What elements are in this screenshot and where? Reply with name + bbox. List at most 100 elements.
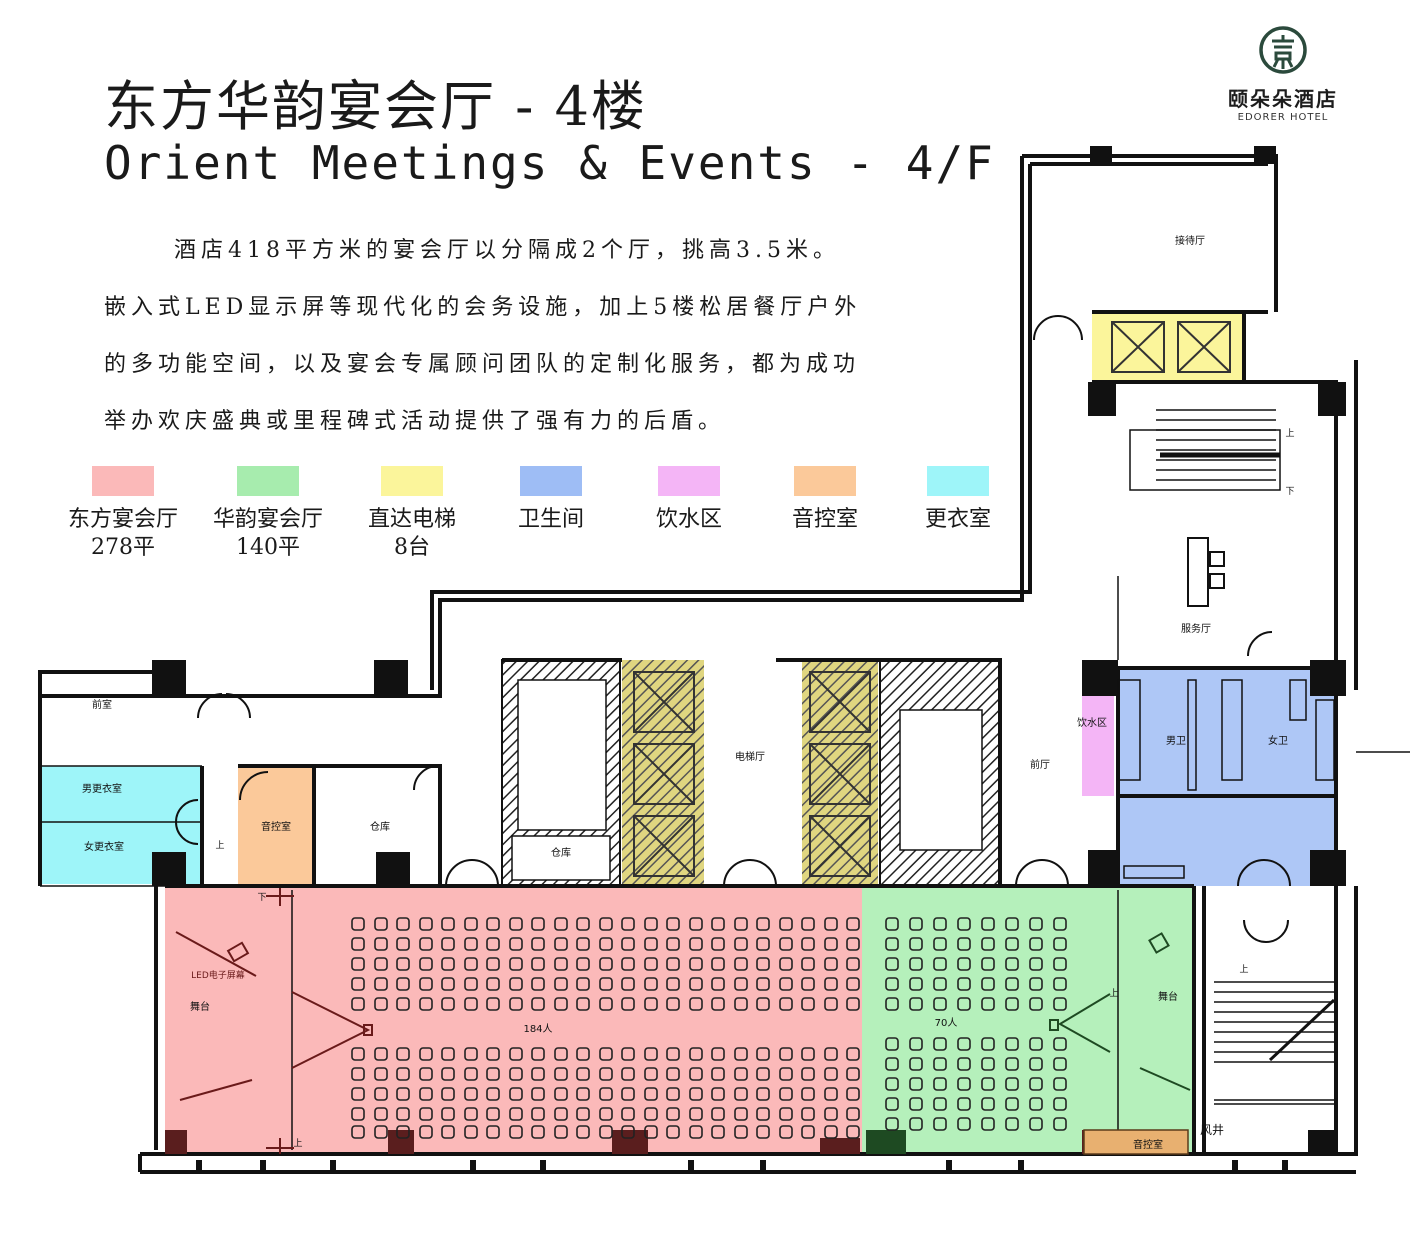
legend-swatch — [92, 466, 154, 496]
label-air-shaft: 风井 — [1200, 1123, 1224, 1137]
seat — [957, 1117, 971, 1131]
restroom-fixtures — [1117, 679, 1335, 879]
seat — [351, 957, 365, 971]
seat — [419, 957, 433, 971]
legend-swatch — [520, 466, 582, 496]
seat — [957, 997, 971, 1011]
seat — [666, 1125, 680, 1139]
seat — [933, 1057, 947, 1071]
seat — [666, 957, 680, 971]
seat — [599, 1107, 613, 1121]
seat — [779, 1087, 793, 1101]
seat — [981, 1117, 995, 1131]
description: 酒店418平方米的宴会厅以分隔成2个厅，挑高3.5米。 嵌入式LED显示屏等现代… — [104, 222, 964, 450]
seat — [441, 1047, 455, 1061]
seat — [554, 957, 568, 971]
seat — [801, 1107, 815, 1121]
seat — [885, 917, 899, 931]
stage-east-lines — [175, 888, 373, 1154]
label-storage-1: 仓库 — [370, 820, 390, 833]
seat — [509, 917, 523, 931]
seat — [1029, 997, 1043, 1011]
seat — [779, 957, 793, 971]
seat — [1053, 1057, 1067, 1071]
seat — [1005, 1057, 1019, 1071]
seat — [599, 917, 613, 931]
seat — [531, 1107, 545, 1121]
seat — [396, 1107, 410, 1121]
seat — [779, 997, 793, 1011]
av-room-zone — [238, 766, 314, 884]
seat — [396, 1125, 410, 1139]
legend-swatch — [794, 466, 856, 496]
seat — [756, 957, 770, 971]
label-stage-up-east: 上 — [293, 1138, 302, 1149]
seat — [576, 917, 590, 931]
seat — [374, 937, 388, 951]
seat — [419, 937, 433, 951]
east-stairs — [1214, 981, 1336, 1105]
seat — [756, 1107, 770, 1121]
seat — [486, 1067, 500, 1081]
seat — [779, 917, 793, 931]
seat — [1029, 937, 1043, 951]
seat — [885, 937, 899, 951]
seat — [779, 1047, 793, 1061]
seat — [509, 1047, 523, 1061]
seat — [351, 997, 365, 1011]
seat — [509, 957, 523, 971]
west-banquet-hall-zone — [862, 888, 1194, 1154]
seat — [576, 997, 590, 1011]
seat — [801, 917, 815, 931]
label-reception-hall: 接待厅 — [1175, 234, 1205, 247]
seat — [374, 1067, 388, 1081]
seat — [396, 1087, 410, 1101]
label-stage-down-east: 下 — [257, 893, 266, 903]
seat — [801, 957, 815, 971]
seat — [981, 957, 995, 971]
seat — [885, 1057, 899, 1071]
seat — [419, 997, 433, 1011]
doors — [175, 315, 1291, 943]
seat — [711, 1047, 725, 1061]
seat — [689, 1125, 703, 1139]
seat — [1005, 997, 1019, 1011]
seat — [1053, 937, 1067, 951]
seat — [441, 917, 455, 931]
seat — [351, 1087, 365, 1101]
seat — [351, 1107, 365, 1121]
legend-item-av-room: 音控室 — [750, 466, 900, 534]
seat — [1005, 917, 1019, 931]
seat — [1053, 957, 1067, 971]
legend-label: 饮水区 — [655, 507, 722, 532]
seat — [351, 937, 365, 951]
seat — [621, 1087, 635, 1101]
seat — [711, 1087, 725, 1101]
seats-west-hall — [885, 917, 1067, 1131]
seat — [374, 1125, 388, 1139]
seat — [1053, 1097, 1067, 1111]
seat — [374, 917, 388, 931]
seat — [824, 997, 838, 1011]
seat — [644, 937, 658, 951]
seat — [374, 997, 388, 1011]
seat — [957, 1057, 971, 1071]
seat — [554, 1125, 568, 1139]
hall-columns — [165, 1130, 1116, 1154]
seat — [374, 977, 388, 991]
seat — [933, 1117, 947, 1131]
seat — [554, 1087, 568, 1101]
seat — [1029, 917, 1043, 931]
label-mens-wc: 男卫 — [1166, 735, 1186, 747]
seat — [351, 1067, 365, 1081]
seat — [644, 1047, 658, 1061]
seat — [689, 977, 703, 991]
seat — [374, 1107, 388, 1121]
seat — [486, 997, 500, 1011]
seat — [689, 1067, 703, 1081]
seat — [734, 917, 748, 931]
seat — [351, 1047, 365, 1061]
seat — [419, 1067, 433, 1081]
seat — [885, 977, 899, 991]
seat — [621, 957, 635, 971]
